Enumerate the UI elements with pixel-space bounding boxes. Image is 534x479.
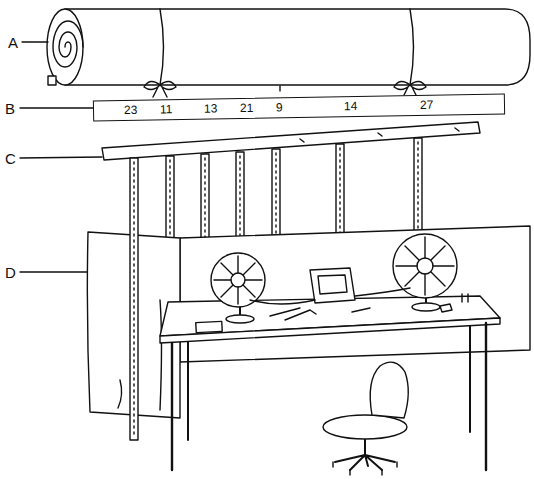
leader-line	[20, 107, 93, 108]
part-letter: A	[8, 34, 18, 51]
roll-mark	[279, 86, 280, 91]
reel	[393, 234, 457, 298]
bin-number: 27	[420, 98, 434, 112]
bin-back	[180, 226, 530, 362]
table-tools	[270, 294, 468, 320]
control-pad	[196, 321, 222, 332]
roll-end	[47, 9, 83, 85]
bin-number: 14	[344, 99, 358, 113]
rod-hooks	[300, 128, 459, 142]
reel-base	[226, 315, 254, 323]
rod	[102, 122, 480, 160]
leader-line	[20, 271, 88, 272]
bin-number: 23	[124, 103, 138, 117]
roll-spiral	[53, 21, 83, 67]
reel-spokes	[214, 256, 262, 304]
bin-folds	[118, 300, 162, 410]
chair-seat	[323, 415, 407, 439]
roll-tie	[144, 9, 176, 97]
part-letter: C	[5, 150, 16, 167]
film-strip	[130, 158, 138, 440]
chair-base	[335, 437, 395, 470]
part-letter: B	[5, 100, 15, 117]
hanging-rod	[102, 122, 480, 160]
reel-spokes	[396, 237, 454, 295]
viewer	[310, 268, 355, 303]
number-bar: 23 11 13 21 9 14 27	[93, 93, 505, 121]
chair-casters	[333, 462, 397, 475]
film-path	[250, 288, 410, 304]
film-sprockets	[133, 162, 134, 438]
bin-number: 9	[276, 100, 283, 114]
part-letter: D	[5, 264, 16, 281]
leader-line	[20, 157, 102, 158]
roll-body	[65, 9, 530, 85]
chair	[323, 362, 408, 475]
table-edge	[160, 318, 500, 343]
cloth-bin	[87, 226, 530, 418]
film-reels	[211, 234, 457, 323]
leader-line	[22, 41, 48, 42]
roll-core	[48, 76, 56, 85]
editing-table	[160, 294, 500, 470]
chair-back	[370, 362, 408, 418]
table-leg	[172, 323, 486, 470]
reel-base	[412, 303, 440, 311]
roll-tie	[394, 9, 426, 97]
bin-number: 13	[204, 101, 218, 115]
reel	[211, 253, 265, 307]
bin-number: 21	[240, 101, 254, 115]
bin-number: 11	[160, 102, 173, 116]
cloth-roll	[47, 9, 530, 97]
